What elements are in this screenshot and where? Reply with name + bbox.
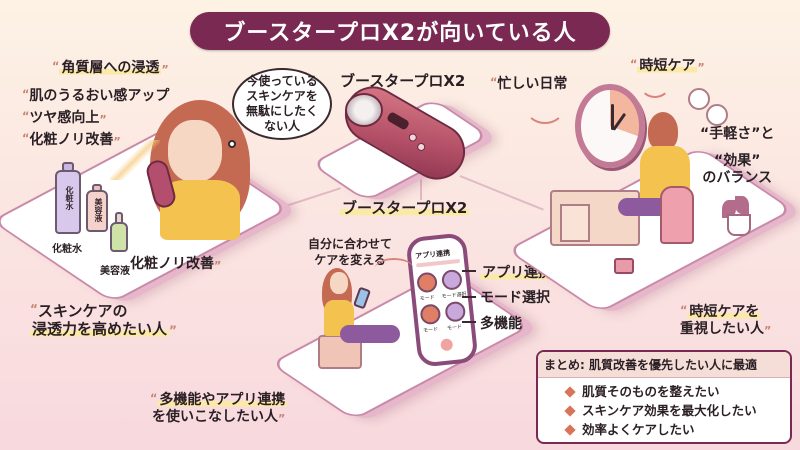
plant-pot-icon xyxy=(727,214,751,236)
summary-heading: まとめ: 肌質改善を優先したい人に最適 xyxy=(538,352,790,378)
summary-item: スキンケア効果を最大化したい xyxy=(564,401,790,420)
mode-icon[interactable] xyxy=(416,271,439,294)
mode-select-icon[interactable] xyxy=(440,268,463,291)
target-short-care: “時短ケアを 重視したい人” xyxy=(680,304,772,338)
serum-caption: 美容液 xyxy=(100,266,130,277)
summary-item: 肌質そのものを整えたい xyxy=(564,382,790,401)
arrow-to-phone-icon xyxy=(375,258,413,278)
benefit-makeup-bottom: 化粧ノリ改善” xyxy=(130,256,222,273)
feature-multifunction: 多機能 xyxy=(480,316,522,332)
benefit-makeup: “化粧ノリ改善” xyxy=(22,132,121,148)
connector-line xyxy=(459,175,544,211)
target-multifunction: “多機能やアプリ連携 を使いこなしたい人” xyxy=(150,392,288,426)
summary-box: まとめ: 肌質改善を優先したい人に最適 肌質そのものを整えたい スキンケア効果を… xyxy=(536,350,792,444)
woman-face xyxy=(168,120,222,182)
caption-customize: 自分に合わせて ケアを変える xyxy=(308,237,393,267)
right-woman-pants xyxy=(618,198,668,216)
callout-line xyxy=(462,270,476,272)
diamond-bullet-icon xyxy=(564,385,576,398)
benefit-penetration: “角質層への浸透” xyxy=(52,60,169,77)
smartphone-small-icon xyxy=(352,286,372,310)
cosmetic-bubble-icon xyxy=(688,88,710,110)
desk-drawer xyxy=(560,204,590,242)
callout-line xyxy=(462,321,476,323)
device-head xyxy=(345,93,383,127)
lotion-bottle: 化粧水 xyxy=(55,162,81,234)
home-button-icon[interactable] xyxy=(440,338,454,352)
clock-icon xyxy=(575,84,645,168)
diamond-bullet-icon xyxy=(564,404,576,417)
cosmetic-bubble-icon xyxy=(706,104,728,126)
mode-label: モード xyxy=(446,324,463,332)
plant-leaf xyxy=(735,196,749,214)
seated-woman-face xyxy=(330,272,348,294)
serum-bottle: 美容液 xyxy=(86,184,108,232)
product-label-bottom: ブースタープロX2 xyxy=(340,199,470,217)
mode-label: モード xyxy=(422,326,439,335)
plant-leaf xyxy=(722,200,736,218)
clock-hour-hand xyxy=(611,104,614,130)
seated-woman-right xyxy=(648,112,678,150)
thought-bubble: 今使っている スキンケアを 無駄にしたく ない人 xyxy=(232,68,332,140)
label-short-care: “時短ケア” xyxy=(630,58,705,75)
target-skincare-penetration: “スキンケアの 浸透力を高めたい人” xyxy=(30,302,177,338)
page-title: ブースタープロX2が向いている人 xyxy=(190,12,610,50)
chair xyxy=(660,186,694,244)
curved-arrow-icon xyxy=(640,72,670,98)
mode-label: モード xyxy=(419,294,436,303)
app-phone: アプリ連携 モード モード選択 モード モード xyxy=(405,232,479,368)
feature-mode-select: モード選択 xyxy=(480,290,550,306)
label-busy-daily: “忙しい日常 xyxy=(490,76,568,92)
summary-item: 効率よくケアしたい xyxy=(564,420,790,439)
seated-woman-pants xyxy=(340,325,400,343)
curved-arrow-icon xyxy=(525,90,565,124)
handbag-icon xyxy=(614,258,634,274)
device-button xyxy=(407,132,419,143)
device-button xyxy=(415,141,427,153)
clock-minute-hand xyxy=(612,112,627,131)
settings-gear-icon[interactable] xyxy=(444,300,467,323)
sparkle-arrows-icon xyxy=(110,140,160,180)
summary-list: 肌質そのものを整えたい スキンケア効果を最大化したい 効率よくケアしたい xyxy=(538,378,790,439)
essence-dropper-bottle xyxy=(110,212,128,252)
thought-bubble-tail xyxy=(228,140,236,148)
label-balance: “手軽さ”と “効果” のバランス xyxy=(700,126,775,186)
device-screen xyxy=(386,111,411,131)
callout-line xyxy=(462,296,476,298)
diamond-bullet-icon xyxy=(564,423,576,436)
mode-icon[interactable] xyxy=(419,303,442,326)
product-label-top: ブースタープロX2 xyxy=(340,72,466,90)
benefit-moisture: “肌のうるおい感アップ xyxy=(22,88,170,104)
lotion-caption: 化粧水 xyxy=(52,244,82,255)
benefit-gloss: “ツヤ感向上” xyxy=(22,110,107,127)
